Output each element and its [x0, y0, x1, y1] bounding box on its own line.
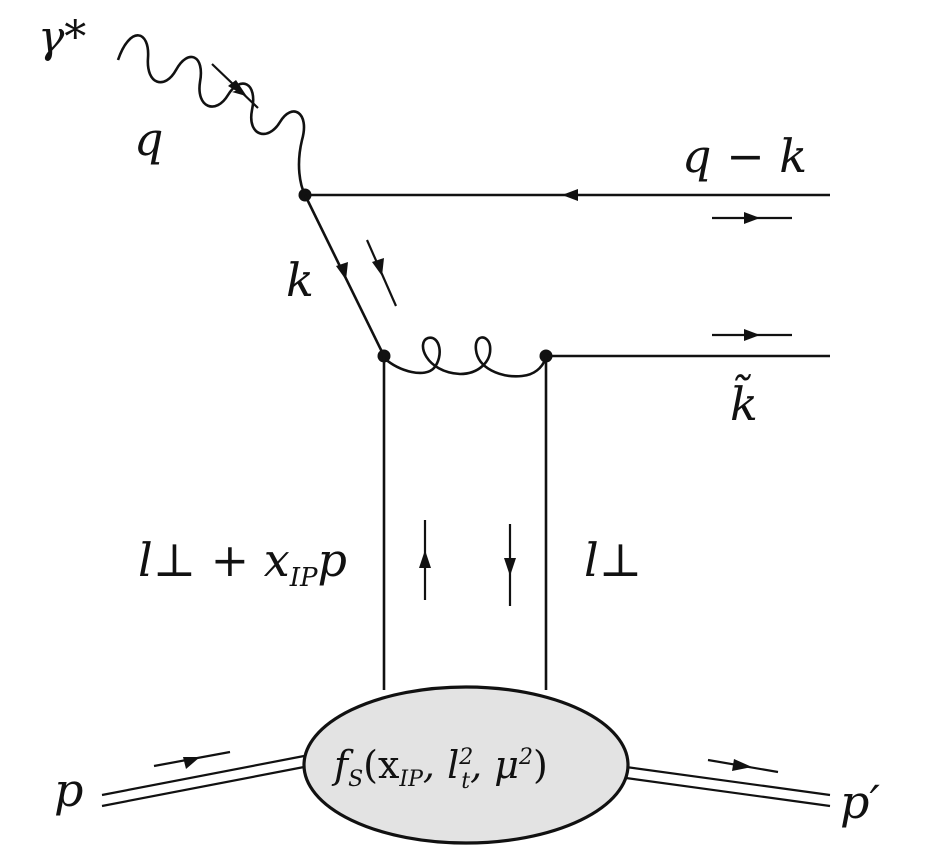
blob-mu-sup: 2 — [518, 745, 533, 770]
photon-propagator — [116, 34, 307, 196]
gluon-curly-line — [383, 336, 548, 378]
quark-k-arrowhead — [336, 262, 348, 280]
blob-mid: , l — [423, 743, 459, 787]
blob-mu: , μ — [470, 743, 519, 787]
label-left-rail-sub: IP — [289, 563, 318, 593]
proton-out-line-2 — [625, 776, 831, 808]
rail-left-arrowhead — [419, 550, 431, 568]
quark-top-arrowhead — [562, 189, 578, 201]
pdf-blob — [302, 685, 630, 845]
blob-lt-sup: 2 — [458, 745, 473, 770]
blob-lt-sub: t — [461, 769, 470, 794]
k-tilde-momentum-head — [744, 329, 760, 341]
label-k: k — [286, 253, 314, 307]
label-right-rail: l⊥ — [584, 533, 642, 587]
quark-top-momentum-head — [744, 212, 760, 224]
label-left-rail-p: p — [317, 533, 346, 587]
label-k-tilde: k̃ — [730, 374, 758, 431]
proton-out-line-1 — [625, 765, 831, 797]
proton-in-line-1 — [101, 754, 305, 797]
label-q-minus-k: q − k — [682, 129, 807, 183]
blob-f-sub: S — [348, 767, 363, 792]
blob-xip-sub: IP — [398, 767, 424, 792]
proton-in-momentum-head — [183, 757, 200, 769]
label-left-rail: l⊥ + xIPp — [138, 533, 347, 593]
quark-k-momentum-head — [372, 258, 384, 276]
proton-in-line-2 — [101, 765, 305, 808]
proton-out-momentum-head — [732, 759, 752, 771]
label-proton-out: p′ — [840, 775, 880, 829]
label-photon: γ* — [38, 12, 86, 63]
rail-right-arrowhead — [504, 558, 516, 576]
photon-arrowhead-tip — [228, 80, 248, 98]
label-left-rail-main: l⊥ + x — [138, 533, 290, 587]
blob-close: ) — [533, 743, 548, 787]
blob-open: (x — [363, 743, 399, 787]
label-q: q — [134, 112, 163, 166]
label-proton-in: p — [54, 763, 83, 817]
